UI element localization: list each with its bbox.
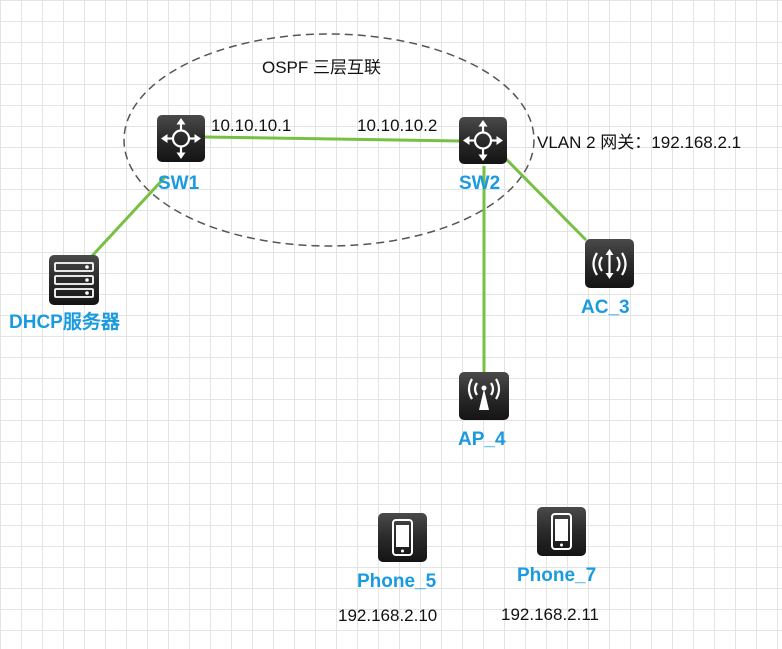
access-point-icon [459,372,509,420]
server-icon [49,255,99,305]
switch-sw2[interactable]: SW2 [459,117,507,194]
phone5-label: Phone_5 [357,571,437,592]
sw1-label: SW1 [158,173,200,194]
sw2-label: SW2 [459,173,500,194]
ospf-area-label: OSPF 三层互联 [262,58,381,77]
access-point-ap4[interactable]: AP_4 [458,372,509,450]
dhcp-server-label: DHCP服务器 [9,310,121,333]
phone-icon [537,507,586,556]
ac3-label: AC_3 [581,297,630,318]
phone5-ip-label: 192.168.2.10 [338,606,437,625]
vlan-gateway-note: VLAN 2 网关：192.168.2.1 [537,133,741,152]
layer3-switch-icon [459,117,507,164]
layer3-switch-icon [157,115,205,162]
phone7-label: Phone_7 [517,565,596,586]
phone7-ip-label: 192.168.2.11 [501,605,599,624]
sw1-ip-label: 10.10.10.1 [211,116,291,135]
phone-5[interactable]: Phone_5 [357,513,437,592]
ospf-area-ellipse [123,33,535,247]
access-controller-icon [585,239,634,288]
phone-7[interactable]: Phone_7 [517,507,596,586]
dhcp-server[interactable]: DHCP服务器 [9,255,121,333]
switch-sw1[interactable]: SW1 [157,115,205,194]
link-sw1-sw2 [204,135,461,143]
ap4-label: AP_4 [458,429,506,450]
phone-icon [378,513,427,562]
access-controller-ac3[interactable]: AC_3 [581,239,634,318]
sw2-ip-label: 10.10.10.2 [357,116,437,135]
link-sw2-ac3 [503,156,588,242]
link-sw1-dhcp [90,174,168,258]
